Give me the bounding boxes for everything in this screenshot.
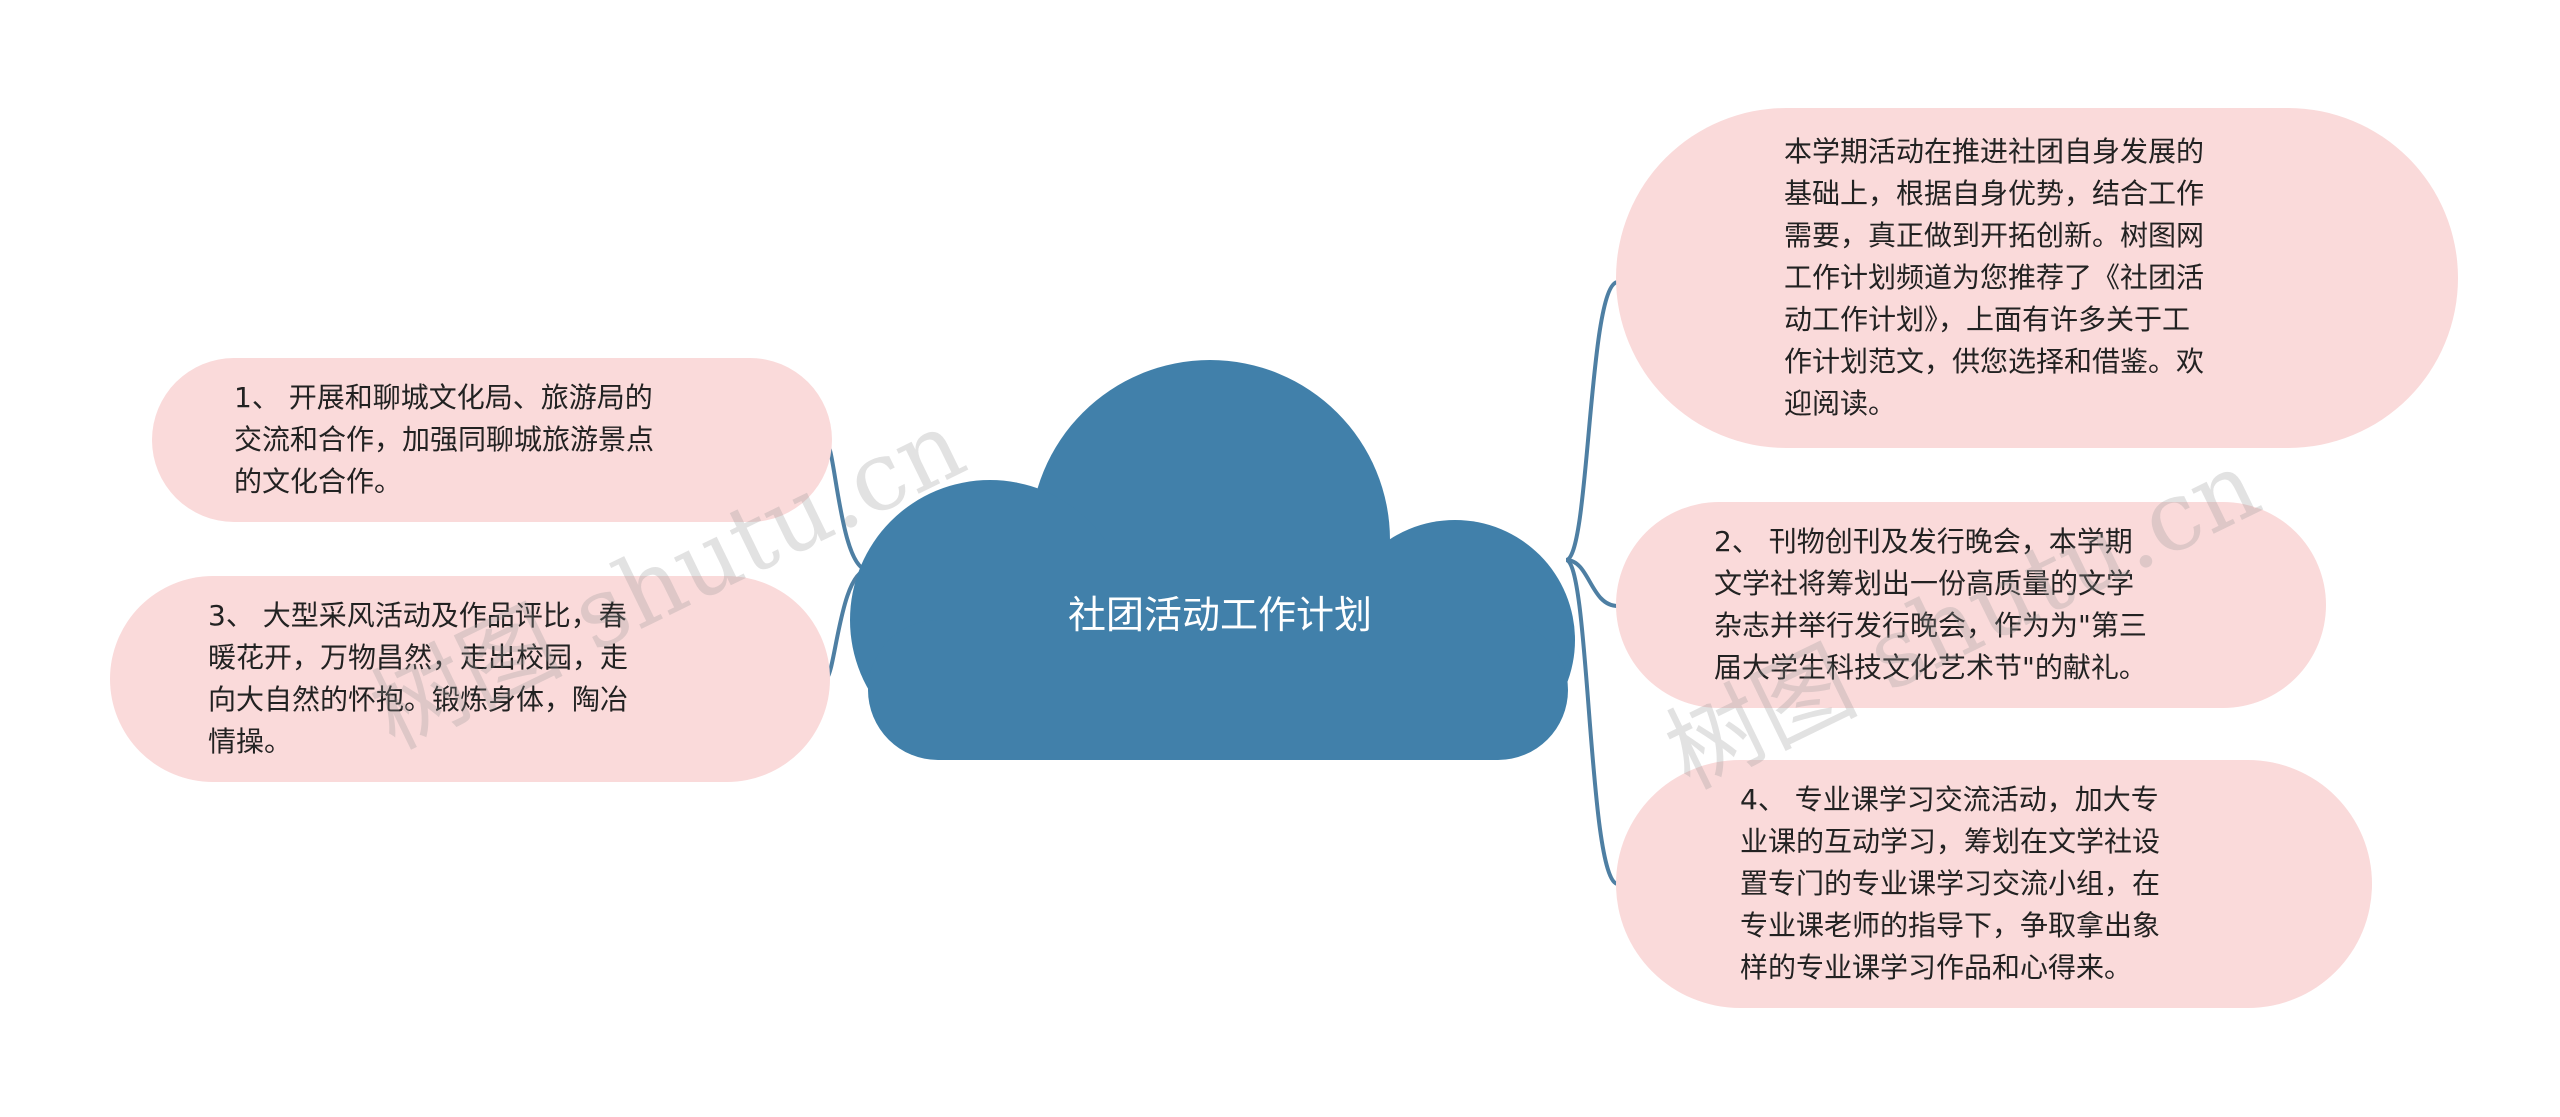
branch-text-left-bottom: 3、 大型采风活动及作品评比，春 暖花开，万物昌然，走出校园，走 向大自然的怀抱… <box>208 599 629 758</box>
center-topic: 社团活动工作计划 <box>1067 593 1372 637</box>
center-cloud <box>850 360 1575 760</box>
branch-text-left-top: 1、 开展和聊城文化局、旅游局的 交流和合作，加强同聊城旅游景点 的文化合作。 <box>234 381 655 498</box>
branch-text-right-bottom: 4、 专业课学习交流活动，加大专 业课的互动学习，筹划在文学社设 置专门的专业课… <box>1740 783 2161 984</box>
branch-node-left-bottom: 3、 大型采风活动及作品评比，春 暖花开，万物昌然，走出校园，走 向大自然的怀抱… <box>110 576 830 782</box>
branch-text-right-top: 本学期活动在推进社团自身发展的 基础上，根据自身优势，结合工作 需要，真正做到开… <box>1784 135 2205 420</box>
connector-right-2 <box>1565 558 1619 608</box>
connector-right-1 <box>1564 280 1619 562</box>
branch-node-right-middle: 2、 刊物创刊及发行晚会，本学期 文学社将筹划出一份高质量的文学 杂志并举行发行… <box>1616 502 2326 708</box>
branch-node-left-top: 1、 开展和聊城文化局、旅游局的 交流和合作，加强同聊城旅游景点 的文化合作。 <box>152 358 832 522</box>
branch-node-right-top: 本学期活动在推进社团自身发展的 基础上，根据自身优势，结合工作 需要，真正做到开… <box>1616 108 2458 448</box>
branch-text-right-middle: 2、 刊物创刊及发行晚会，本学期 文学社将筹划出一份高质量的文学 杂志并举行发行… <box>1714 525 2147 684</box>
connector-right-3 <box>1564 558 1619 886</box>
branch-node-right-bottom: 4、 专业课学习交流活动，加大专 业课的互动学习，筹划在文学社设 置专门的专业课… <box>1616 760 2372 1008</box>
